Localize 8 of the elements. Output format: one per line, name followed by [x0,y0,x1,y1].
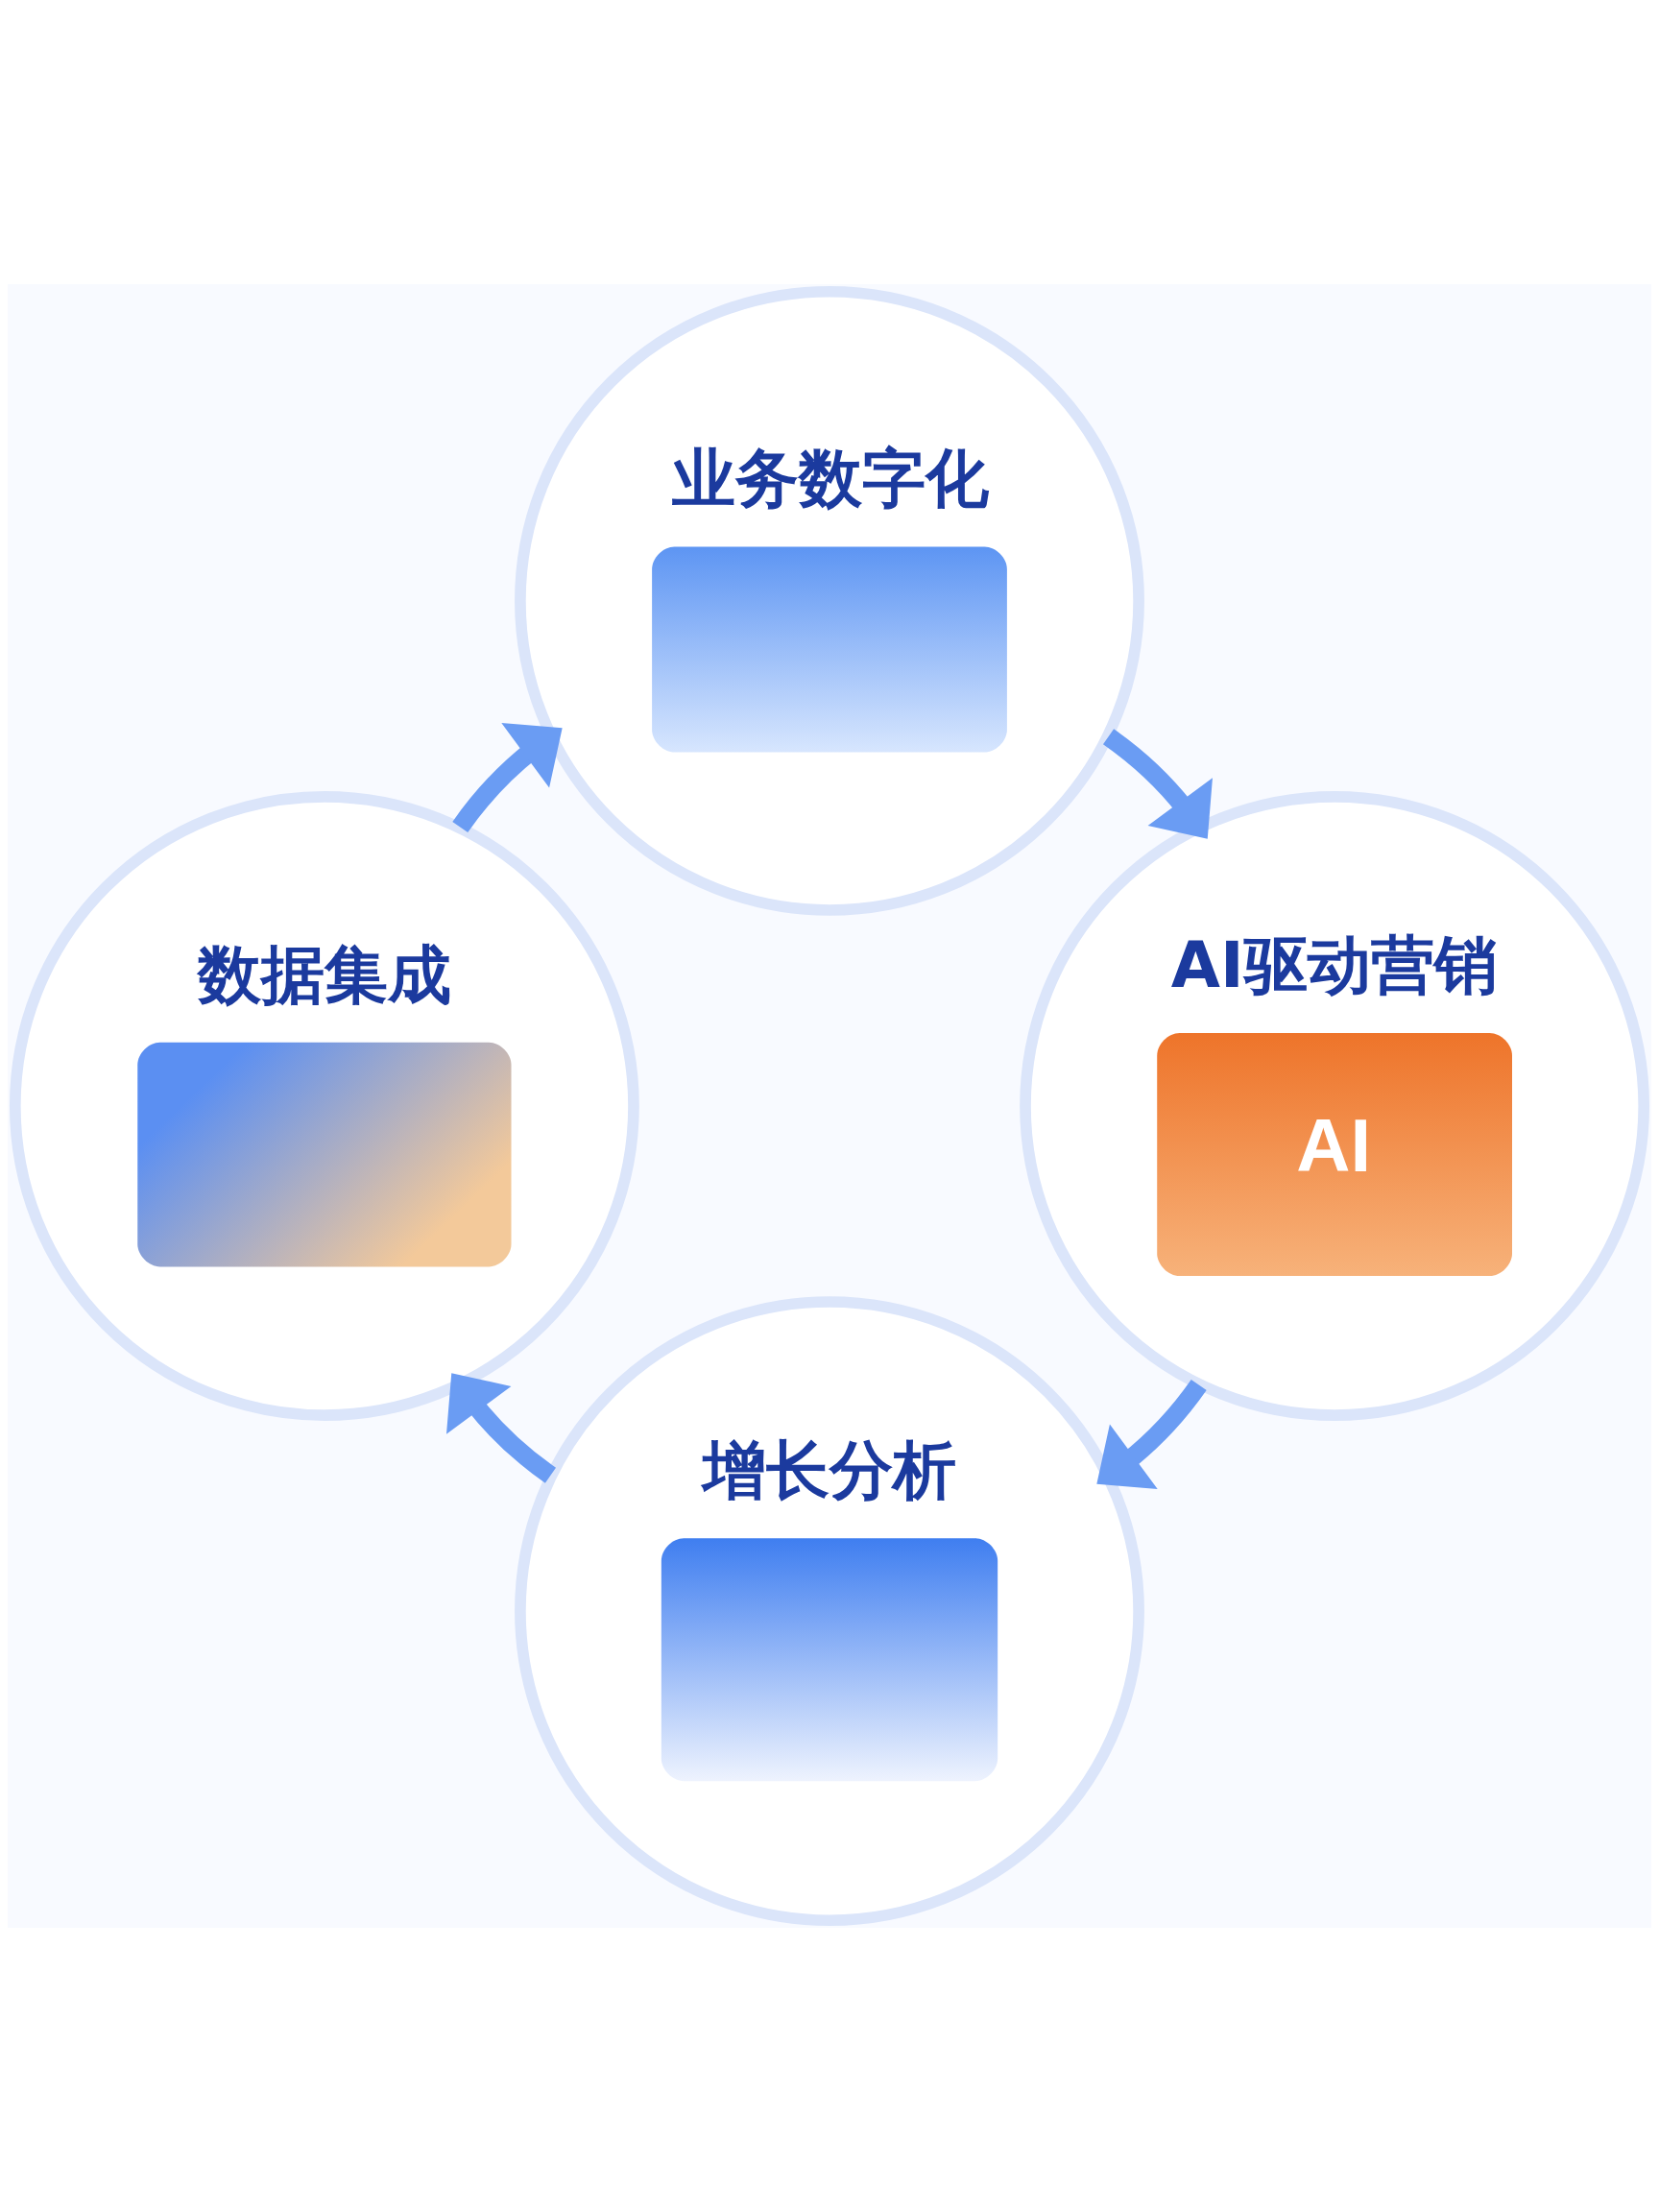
arrow [1096,1379,1207,1489]
node-circle: 业务数字化 [515,285,1144,916]
node-circle: AI驱动营销 AI [1020,791,1650,1421]
arrow [1102,729,1213,839]
arrow [452,723,563,833]
node-circle: 增长分析 [515,1296,1144,1927]
node-circle: 数据集成 [9,791,639,1421]
arrow [446,1373,557,1483]
